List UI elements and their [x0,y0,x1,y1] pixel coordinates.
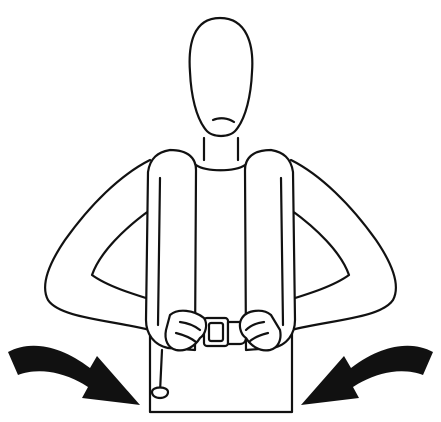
inflation-pull-tab [152,350,168,398]
collar [196,165,245,170]
left-hand [165,311,206,351]
neck [204,138,238,160]
right-arrow-icon [301,346,433,405]
left-arrow-icon [8,346,140,405]
